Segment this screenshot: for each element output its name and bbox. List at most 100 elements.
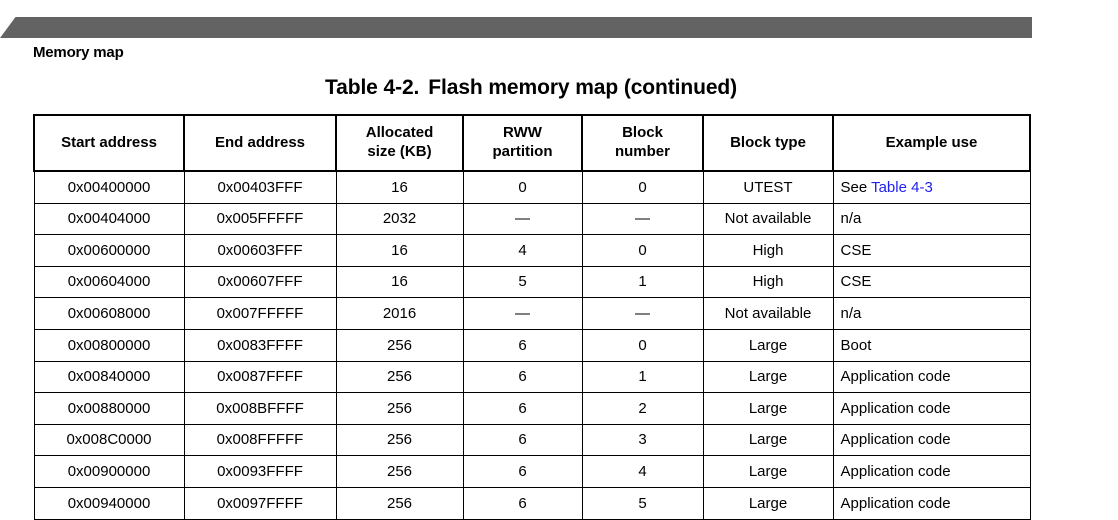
cell-allocated-size: 2016 [335,297,464,330]
cell-rww-partition: 6 [462,486,583,520]
cell-rww-partition: — [462,202,583,236]
cell-block-type: High [702,234,834,267]
cell-block-type: Large [702,455,834,488]
cell-rww-partition: 6 [462,328,583,362]
column-header-line: partition [492,143,553,160]
cell-end-address: 0x00403FFF [183,170,337,204]
cell-end-address: 0x0083FFFF [183,328,337,362]
cell-block-type: Large [702,486,834,520]
cell-block-type: Large [702,423,834,457]
cell-block-number: 0 [581,234,704,267]
cell-end-address: 0x0087FFFF [183,360,337,394]
cell-block-number: 1 [581,265,704,299]
cell-block-type: Not available [702,202,834,236]
column-header-line: Block type [730,133,806,151]
example-use-text: See [840,178,872,196]
cell-block-number: 2 [581,392,704,425]
running-head: Memory map [33,44,124,61]
cell-start-address: 0x00800000 [33,328,185,362]
column-header-line: Example use [885,133,978,151]
cell-rww-partition: 6 [462,423,583,457]
cell-start-address: 0x008C0000 [33,423,185,457]
cell-example-use: Application code [832,455,1031,488]
cell-example-use: CSE [832,265,1031,299]
column-header-line: number [614,143,670,160]
header-bar-shape [0,17,1032,38]
cell-example-use: Boot [832,328,1031,362]
cell-block-type: Not available [702,297,834,330]
cell-allocated-size: 256 [335,328,464,362]
cell-block-number: 0 [581,328,704,362]
cell-rww-partition: 6 [462,392,583,425]
cell-block-number: 3 [581,423,704,457]
cell-example-use: n/a [832,202,1031,236]
cell-start-address: 0x00600000 [33,234,185,267]
cell-end-address: 0x00607FFF [183,265,337,299]
column-header-line: Allocated [365,124,434,142]
cell-start-address: 0x00400000 [33,170,185,204]
cell-end-address: 0x007FFFFF [183,297,337,330]
cell-block-type: High [702,265,834,299]
column-header-start-address: Start address [33,114,185,172]
cell-example-use: See Table 4-3 [832,170,1031,204]
cell-end-address: 0x008BFFFF [183,392,337,425]
column-header-line: Block [622,124,663,142]
cell-allocated-size: 16 [335,265,464,299]
column-header-example-use: Example use [832,114,1031,172]
cell-block-type: Large [702,360,834,394]
cell-allocated-size: 256 [335,455,464,488]
column-header-end-address: End address [183,114,337,172]
column-header-line: RWW [503,124,542,142]
cell-rww-partition: — [462,297,583,330]
cell-block-type: Large [702,392,834,425]
cell-block-number: — [581,297,704,330]
cell-rww-partition: 0 [462,170,583,204]
cell-start-address: 0x00840000 [33,360,185,394]
cell-allocated-size: 256 [335,392,464,425]
cell-start-address: 0x00940000 [33,486,185,520]
cell-allocated-size: 256 [335,423,464,457]
cell-start-address: 0x00880000 [33,392,185,425]
cell-start-address: 0x00608000 [33,297,185,330]
cell-allocated-size: 16 [335,234,464,267]
cell-rww-partition: 4 [462,234,583,267]
cell-example-use: Application code [832,392,1031,425]
cell-allocated-size: 256 [335,486,464,520]
cell-allocated-size: 256 [335,360,464,394]
cell-end-address: 0x0097FFFF [183,486,337,520]
table-caption: Table 4-2.Flash memory map (continued) [0,76,1062,100]
column-header-line: Start address [61,133,157,151]
cell-example-use: Application code [832,486,1031,520]
cell-block-number: 0 [581,170,704,204]
cell-end-address: 0x008FFFFF [183,423,337,457]
cell-block-number: 4 [581,455,704,488]
cell-end-address: 0x00603FFF [183,234,337,267]
cell-start-address: 0x00404000 [33,202,185,236]
cell-block-number: 1 [581,360,704,394]
cell-start-address: 0x00900000 [33,455,185,488]
column-header-line: size (KB) [367,143,432,160]
cell-example-use: CSE [832,234,1031,267]
cell-allocated-size: 2032 [335,202,464,236]
cell-end-address: 0x0093FFFF [183,455,337,488]
page-header-decoration [0,17,1118,38]
cell-start-address: 0x00604000 [33,265,185,299]
cell-example-use: n/a [832,297,1031,330]
table-cross-reference-link[interactable]: Table 4-3 [871,178,933,196]
